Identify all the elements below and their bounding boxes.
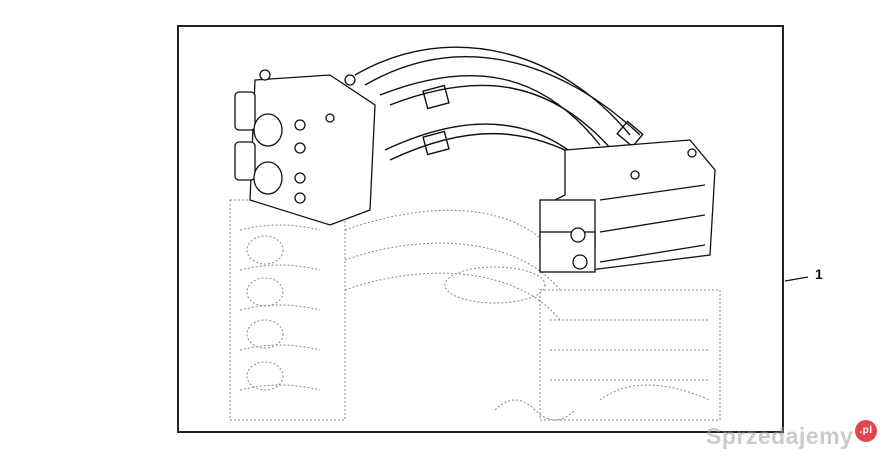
left-valve-block [234, 69, 376, 226]
callout-number: 1 [815, 266, 823, 282]
watermark-text: Sprzedajemy [706, 423, 854, 449]
watermark-badge: .pl [855, 420, 877, 442]
watermark: Sprzedajemy .pl [706, 420, 881, 460]
right-valve-block [539, 139, 716, 273]
hoses [354, 46, 644, 161]
callout-leader [784, 276, 809, 282]
